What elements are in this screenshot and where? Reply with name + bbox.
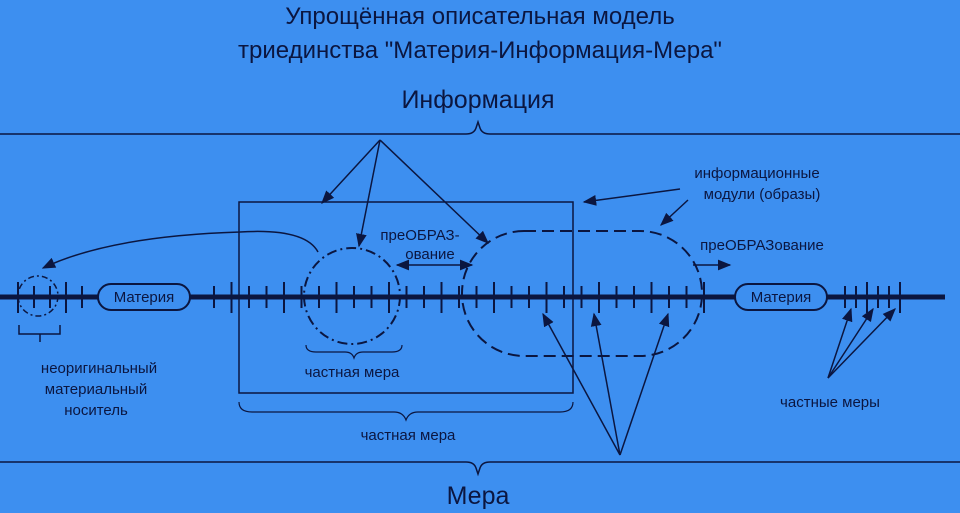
matter-capsule-right: Материя bbox=[734, 283, 828, 311]
matter-label-left: Материя bbox=[114, 289, 175, 306]
arrow-measure-1 bbox=[542, 312, 621, 456]
nonoriginal-carrier-circle bbox=[17, 275, 59, 317]
arrow-info-to-module bbox=[379, 139, 489, 244]
nonoriginal-label-line2: материальный bbox=[45, 381, 147, 398]
info-modules-label-line1: информационные bbox=[694, 165, 819, 182]
matter-capsule-left: Материя bbox=[97, 283, 191, 311]
matter-label-right: Материя bbox=[751, 289, 812, 306]
transform-label-top: преОБРАЗ- bbox=[380, 227, 459, 244]
carrier-bracket bbox=[18, 325, 61, 335]
measure-brace bbox=[0, 461, 960, 477]
info-modules-label-line2: модули (образы) bbox=[704, 186, 821, 203]
arrow-info-to-frame bbox=[321, 139, 381, 204]
information-label: Информация bbox=[401, 86, 554, 114]
arrow-measure-2 bbox=[590, 312, 621, 456]
measure-label: Мера bbox=[447, 482, 510, 510]
partial-measure-label-large: частная мера bbox=[361, 427, 456, 444]
diagram-title-line1: Упрощённая описательная модель bbox=[285, 3, 674, 30]
arrow-info-to-circle bbox=[356, 139, 381, 248]
transform-label-bottom: ование bbox=[405, 246, 455, 263]
arrow-measure-3 bbox=[619, 312, 670, 456]
partial-measures-label: частные меры bbox=[780, 394, 880, 411]
information-module-shape bbox=[461, 230, 703, 357]
arrow-partial-2 bbox=[827, 307, 874, 379]
information-brace bbox=[0, 119, 960, 135]
partial-measure-brace-small bbox=[305, 344, 403, 360]
partial-measure-brace-large bbox=[238, 401, 574, 422]
arrow-to-carrier bbox=[41, 230, 319, 269]
transformation-label: преОБРАЗование bbox=[700, 237, 824, 254]
nonoriginal-label-line1: неоригинальный bbox=[41, 360, 157, 377]
partial-measure-circle bbox=[303, 247, 401, 345]
axis-ticks bbox=[17, 282, 901, 313]
nonoriginal-label-line3: носитель bbox=[64, 402, 128, 419]
arrow-modules-to-shape bbox=[660, 199, 689, 226]
arrow-modules-to-frame bbox=[582, 188, 681, 206]
diagram-title-line2: триединства "Материя-Информация-Мера" bbox=[238, 37, 722, 64]
arrow-partial-3 bbox=[827, 308, 896, 379]
arrow-partial-1 bbox=[827, 307, 853, 379]
partial-measure-label-small: частная мера bbox=[305, 364, 400, 381]
